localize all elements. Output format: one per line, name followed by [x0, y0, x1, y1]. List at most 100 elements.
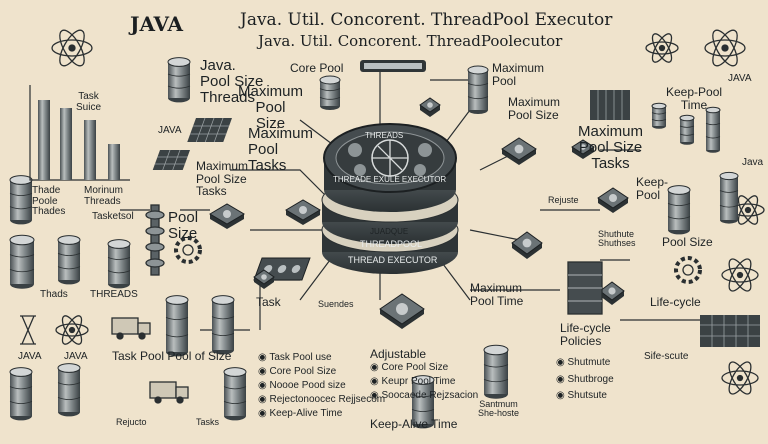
shutdown-list: ◉ Shutmute ◉ Shutbroge ◉ Shutsute: [556, 357, 614, 402]
label-maximum-pool-time: Maximum Pool Time: [470, 281, 524, 308]
center-layer-2: THREADPOOL: [360, 239, 423, 249]
shutdown-item: ◉ Shutbroge: [556, 373, 614, 385]
chip-icon: [419, 97, 441, 117]
legend-left: ◉ Task Pool use◉ Core Pool Size◉ Noooe P…: [258, 352, 385, 422]
bar-chart-icon: [29, 85, 130, 181]
bullet-icon: ◉: [370, 376, 382, 387]
grid-panels: [152, 60, 760, 347]
legend-item: ◉ Keupr Pool Time: [370, 376, 478, 387]
legend-text: Core Pool Size: [269, 366, 337, 377]
label-morinum-threads: Morinum Threads: [84, 185, 123, 207]
bullet-icon: ◉: [258, 352, 270, 363]
cylinder-icon: [223, 367, 247, 421]
gear-icon: [674, 256, 702, 284]
label-maximum-pool-size-tasks: Maximum Pool Size Tasks: [578, 123, 644, 172]
center-threadpool-stack: [321, 123, 459, 274]
cylinder-icon: [319, 75, 341, 110]
label-pool-size-threads: Java. Pool Size Threads: [200, 57, 264, 106]
label-shuthute: Shuthute Shuthses: [598, 229, 636, 249]
chip-icon: [599, 281, 625, 305]
label-task-pool-size: Task Pool Pool of Size: [112, 349, 232, 363]
spring-column-icon: [145, 204, 165, 276]
chip-icon: [597, 187, 629, 213]
legend-item: ◉ Core Pool Size: [370, 362, 478, 373]
label-keep-pool-time: Keep-Pool Time: [666, 85, 723, 112]
chip-icon: [571, 139, 595, 159]
atom-icons: [51, 29, 765, 395]
cylinder-icon: [167, 57, 191, 103]
misc-icons: [20, 204, 702, 404]
label-task-suice: Task Suice: [76, 91, 102, 113]
label-task: Task: [256, 295, 281, 309]
label-core-pool: Core Pool: [290, 61, 344, 75]
label-tasketol: Tasketsol: [92, 211, 134, 222]
atom-icon: [51, 29, 93, 67]
chip-icon: [501, 137, 537, 165]
legend-item: ◉ Task Pool use: [258, 352, 385, 363]
label-java-bottom-1: JAVA: [18, 351, 42, 362]
chip-icon: [253, 269, 275, 289]
label-santmum: Santmum She-hoste: [478, 399, 520, 419]
legend-text: Rejectonoocec Rejjsecom: [269, 394, 386, 405]
legend-item: ◉ Rejectonoocec Rejjsecom: [258, 394, 385, 405]
label-adjustable: Adjustable: [370, 347, 427, 361]
hourglass-icon: [20, 315, 36, 345]
label-maximum-pool-size-a: Maximum Pool Size: [238, 83, 304, 132]
label-life-cycle-policies: Life-cycle Policies: [560, 321, 611, 348]
label-tasks: Tasks: [196, 417, 220, 427]
cylinder-icon: [9, 175, 33, 225]
center-ring-label: THREADE EXULE EXECUTOR: [333, 175, 447, 184]
label-java-right-mid: Java: [742, 157, 764, 168]
cylinder-icon: [211, 295, 235, 355]
chip-icon: [511, 231, 543, 259]
chip-icon: [209, 203, 245, 229]
bullet-icon: ◉: [258, 366, 270, 377]
cylinder-icon: [411, 375, 435, 429]
shutdown-item: ◉ Shutmute: [556, 357, 611, 368]
cylinder-icon: [705, 106, 721, 153]
label-keep-alive-time-mid: Keep-Alive Time: [370, 417, 458, 431]
cylinder-icon: [467, 65, 489, 114]
label-pool-size-left: Pool Size: [168, 209, 199, 242]
atom-icon: [55, 315, 89, 345]
label-maximum-pool-size-right: Maximum Pool Size: [508, 95, 561, 122]
cylinder-icon: [165, 295, 189, 357]
cylinder-icon: [667, 185, 691, 235]
cylinder-icon: [107, 239, 131, 289]
legend-text: Task Pool use: [269, 352, 332, 363]
title-line-1: Java. Util. Concorent. ThreadPool Execut…: [240, 10, 613, 30]
label-maximum-pool-size-c: Maximum Pool Size Tasks: [196, 159, 249, 199]
cylinder-icon: [651, 102, 667, 129]
cylinder-icon: [57, 363, 81, 417]
atom-icon: [721, 258, 759, 292]
legend-text: Noooe Pood size: [269, 380, 346, 391]
bullet-icon: ◉: [370, 362, 382, 373]
cylinder-icon: [719, 171, 739, 224]
label-sife-scute: Sife-scute: [644, 351, 689, 362]
label-rejucto: Rejucto: [116, 417, 147, 427]
bullet-icon: ◉: [258, 408, 270, 419]
legend-mid: ◉ Core Pool Size◉ Keupr Pool Time◉ Sooca…: [370, 362, 478, 404]
cylinder-icon: [9, 234, 35, 289]
label-thads: Thads: [40, 289, 68, 300]
atom-icon: [645, 33, 679, 63]
cylinder-icon: [483, 344, 509, 399]
label-threads-left: THREADS: [90, 289, 138, 300]
chip-icon: [285, 199, 321, 225]
label-suendes: Suendes: [318, 299, 354, 309]
bullet-icon: ◉: [258, 394, 270, 405]
title-line-2: Java. Util. Concorent. ThreadPoolecutor: [258, 32, 563, 50]
label-life-cycle: Life-cycle: [650, 295, 701, 309]
cylinder-icon: [679, 114, 695, 145]
tall-server-icon: [567, 261, 603, 315]
brand-java-heading: JAVA: [130, 12, 184, 36]
legend-text: Keupr Pool Time: [381, 376, 456, 387]
label-keep-pool: Keep- Pool: [636, 175, 669, 202]
legend-item: ◉ Core Pool Size: [258, 366, 385, 377]
bullet-icon: ◉: [370, 390, 382, 401]
truck-icon: [111, 317, 151, 340]
atom-icon: [731, 195, 765, 225]
bullet-icon: ◉: [258, 380, 270, 391]
legend-text: Keep-Alive Time: [269, 408, 343, 419]
